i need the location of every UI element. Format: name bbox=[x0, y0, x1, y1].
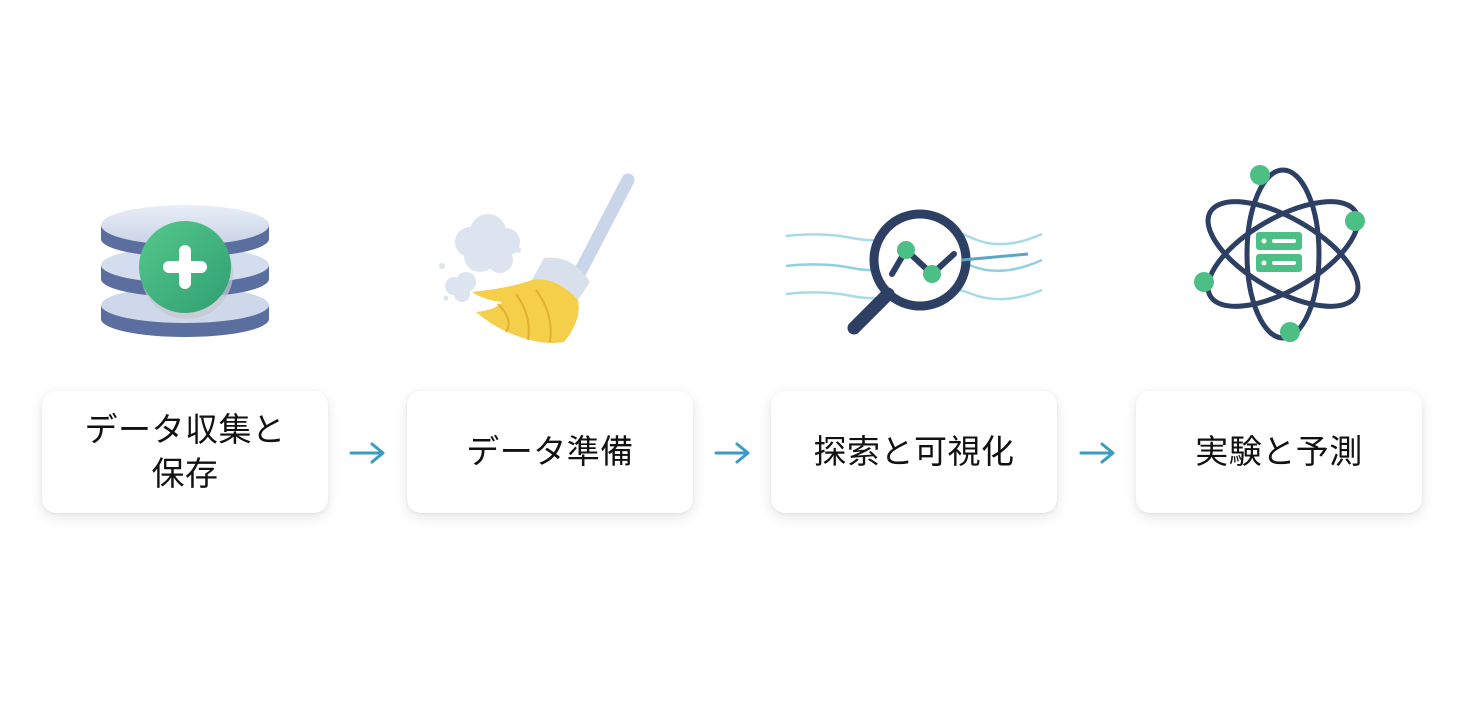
step-card-exploration: 探索と可視化 bbox=[771, 391, 1057, 513]
database-add-icon bbox=[101, 205, 269, 337]
step-label: データ収集と保存 bbox=[84, 410, 286, 493]
step-label: データ準備 bbox=[466, 432, 634, 471]
arrow-right-icon bbox=[1079, 442, 1115, 464]
step-label: 探索と可視化 bbox=[813, 432, 1015, 471]
atom-server-icon bbox=[1194, 165, 1365, 342]
step-card-experiment: 実験と予測 bbox=[1136, 391, 1422, 513]
broom-icon bbox=[439, 173, 635, 343]
magnifier-chart-icon bbox=[785, 209, 1043, 335]
step-card-data-collection: データ収集と保存 bbox=[42, 391, 328, 513]
step-card-data-preparation: データ準備 bbox=[407, 391, 693, 513]
arrow-right-icon bbox=[349, 442, 385, 464]
arrow-right-icon bbox=[714, 442, 750, 464]
step-label: 実験と予測 bbox=[1195, 432, 1363, 471]
